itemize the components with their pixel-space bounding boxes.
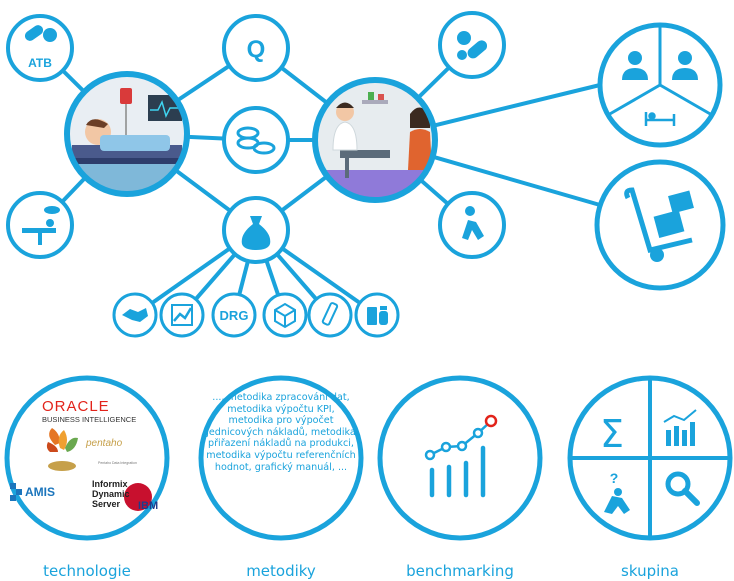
nurse-icon xyxy=(672,51,698,80)
pentaho-logo xyxy=(46,428,78,471)
box-icon xyxy=(274,302,296,329)
amis-logo-mark xyxy=(10,483,22,501)
syringe-icon xyxy=(321,302,339,326)
doctor-icon xyxy=(622,51,648,80)
caption-metodiky: metodiky xyxy=(246,562,316,580)
node-surgery[interactable] xyxy=(6,191,74,259)
doctor-office-image xyxy=(312,77,438,203)
caption-technologie: technologie xyxy=(43,562,131,580)
drg-icon: DRG xyxy=(220,308,249,323)
skupina-circle[interactable] xyxy=(567,375,733,541)
surgery-lamp-icon xyxy=(22,206,60,245)
money-bag-icon xyxy=(241,216,271,250)
small-icon-drg[interactable]: DRG xyxy=(211,292,257,338)
q-letter-icon: Q xyxy=(247,36,266,63)
caption-benchmarking: benchmarking xyxy=(406,562,514,580)
ibm-text: IBM xyxy=(138,500,159,512)
bar-chart-icon xyxy=(663,409,697,446)
chart-icon xyxy=(171,304,193,326)
node-drugs[interactable] xyxy=(438,11,506,79)
oracle-logo: ORACLE xyxy=(42,398,110,415)
metodiky-text: ..., metodika zpracování dat, metodika v… xyxy=(206,392,356,473)
small-icon-syringe[interactable] xyxy=(307,292,353,338)
ibm-globe xyxy=(124,483,152,511)
bed-icon xyxy=(644,112,676,126)
patient-bed-image xyxy=(64,71,190,197)
informix-line3: Server xyxy=(92,499,121,509)
node-staff[interactable] xyxy=(597,22,723,148)
pills-atb-icon xyxy=(24,25,57,42)
sigma-icon: Σ xyxy=(600,412,624,456)
amis-text: AMIS xyxy=(25,485,55,499)
informix-line1: Informix xyxy=(92,479,128,489)
informix-line2: Dynamic xyxy=(92,489,130,499)
node-logistics[interactable] xyxy=(594,159,726,291)
caption-skupina: skupina xyxy=(621,562,679,580)
small-icon-handshake[interactable] xyxy=(112,292,158,338)
small-icon-box[interactable] xyxy=(262,292,308,338)
node-cost[interactable] xyxy=(222,196,290,264)
medicine-icon xyxy=(367,306,388,325)
benchmarking-circle[interactable] xyxy=(377,375,543,541)
node-money[interactable] xyxy=(222,106,290,174)
pills-icon xyxy=(457,31,488,60)
svg-text:?: ? xyxy=(610,470,619,486)
coins-icon xyxy=(236,126,276,155)
small-icon-medicine[interactable] xyxy=(354,292,400,338)
atb-label: ATB xyxy=(28,56,52,70)
pentaho-text: pentaho xyxy=(86,438,123,449)
benchmark-chart-icon xyxy=(424,414,498,498)
hand-truck-icon xyxy=(624,187,694,262)
node-care[interactable] xyxy=(438,191,506,259)
node-atb[interactable]: ATB xyxy=(6,14,74,82)
node-quality[interactable]: Q xyxy=(222,14,290,82)
handshake-icon xyxy=(122,308,148,322)
metodiky-circle[interactable] xyxy=(198,375,364,541)
magnifier-icon xyxy=(665,471,700,506)
small-icon-chart[interactable] xyxy=(159,292,205,338)
care-person-icon xyxy=(462,206,484,240)
oracle-subtitle: BUSINESS INTELLIGENCE xyxy=(42,415,137,424)
pentaho-subtitle: Pentaho Data Integration xyxy=(98,461,137,465)
question-person-icon: ? xyxy=(604,470,630,514)
